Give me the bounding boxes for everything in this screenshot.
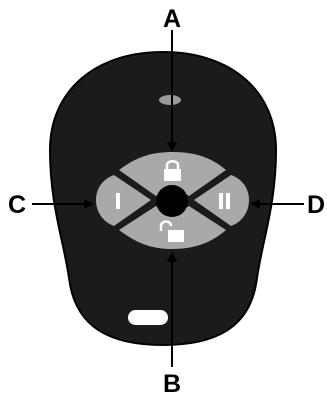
unlock-button[interactable]: [119, 206, 226, 249]
callout-a-label: A: [163, 5, 181, 33]
button-two-glyph: [219, 193, 230, 209]
callout-c-label: C: [8, 191, 26, 219]
keyring-slot: [128, 310, 168, 325]
unlock-icon: [159, 220, 184, 242]
callout-d-label: D: [307, 191, 325, 219]
center-hub: [156, 185, 188, 217]
lock-icon: [164, 160, 181, 181]
callout-b-label: B: [163, 370, 181, 398]
led-indicator: [159, 95, 181, 105]
button-one[interactable]: [96, 175, 151, 226]
button-cluster: [96, 152, 249, 249]
button-one-glyph: [116, 193, 120, 209]
